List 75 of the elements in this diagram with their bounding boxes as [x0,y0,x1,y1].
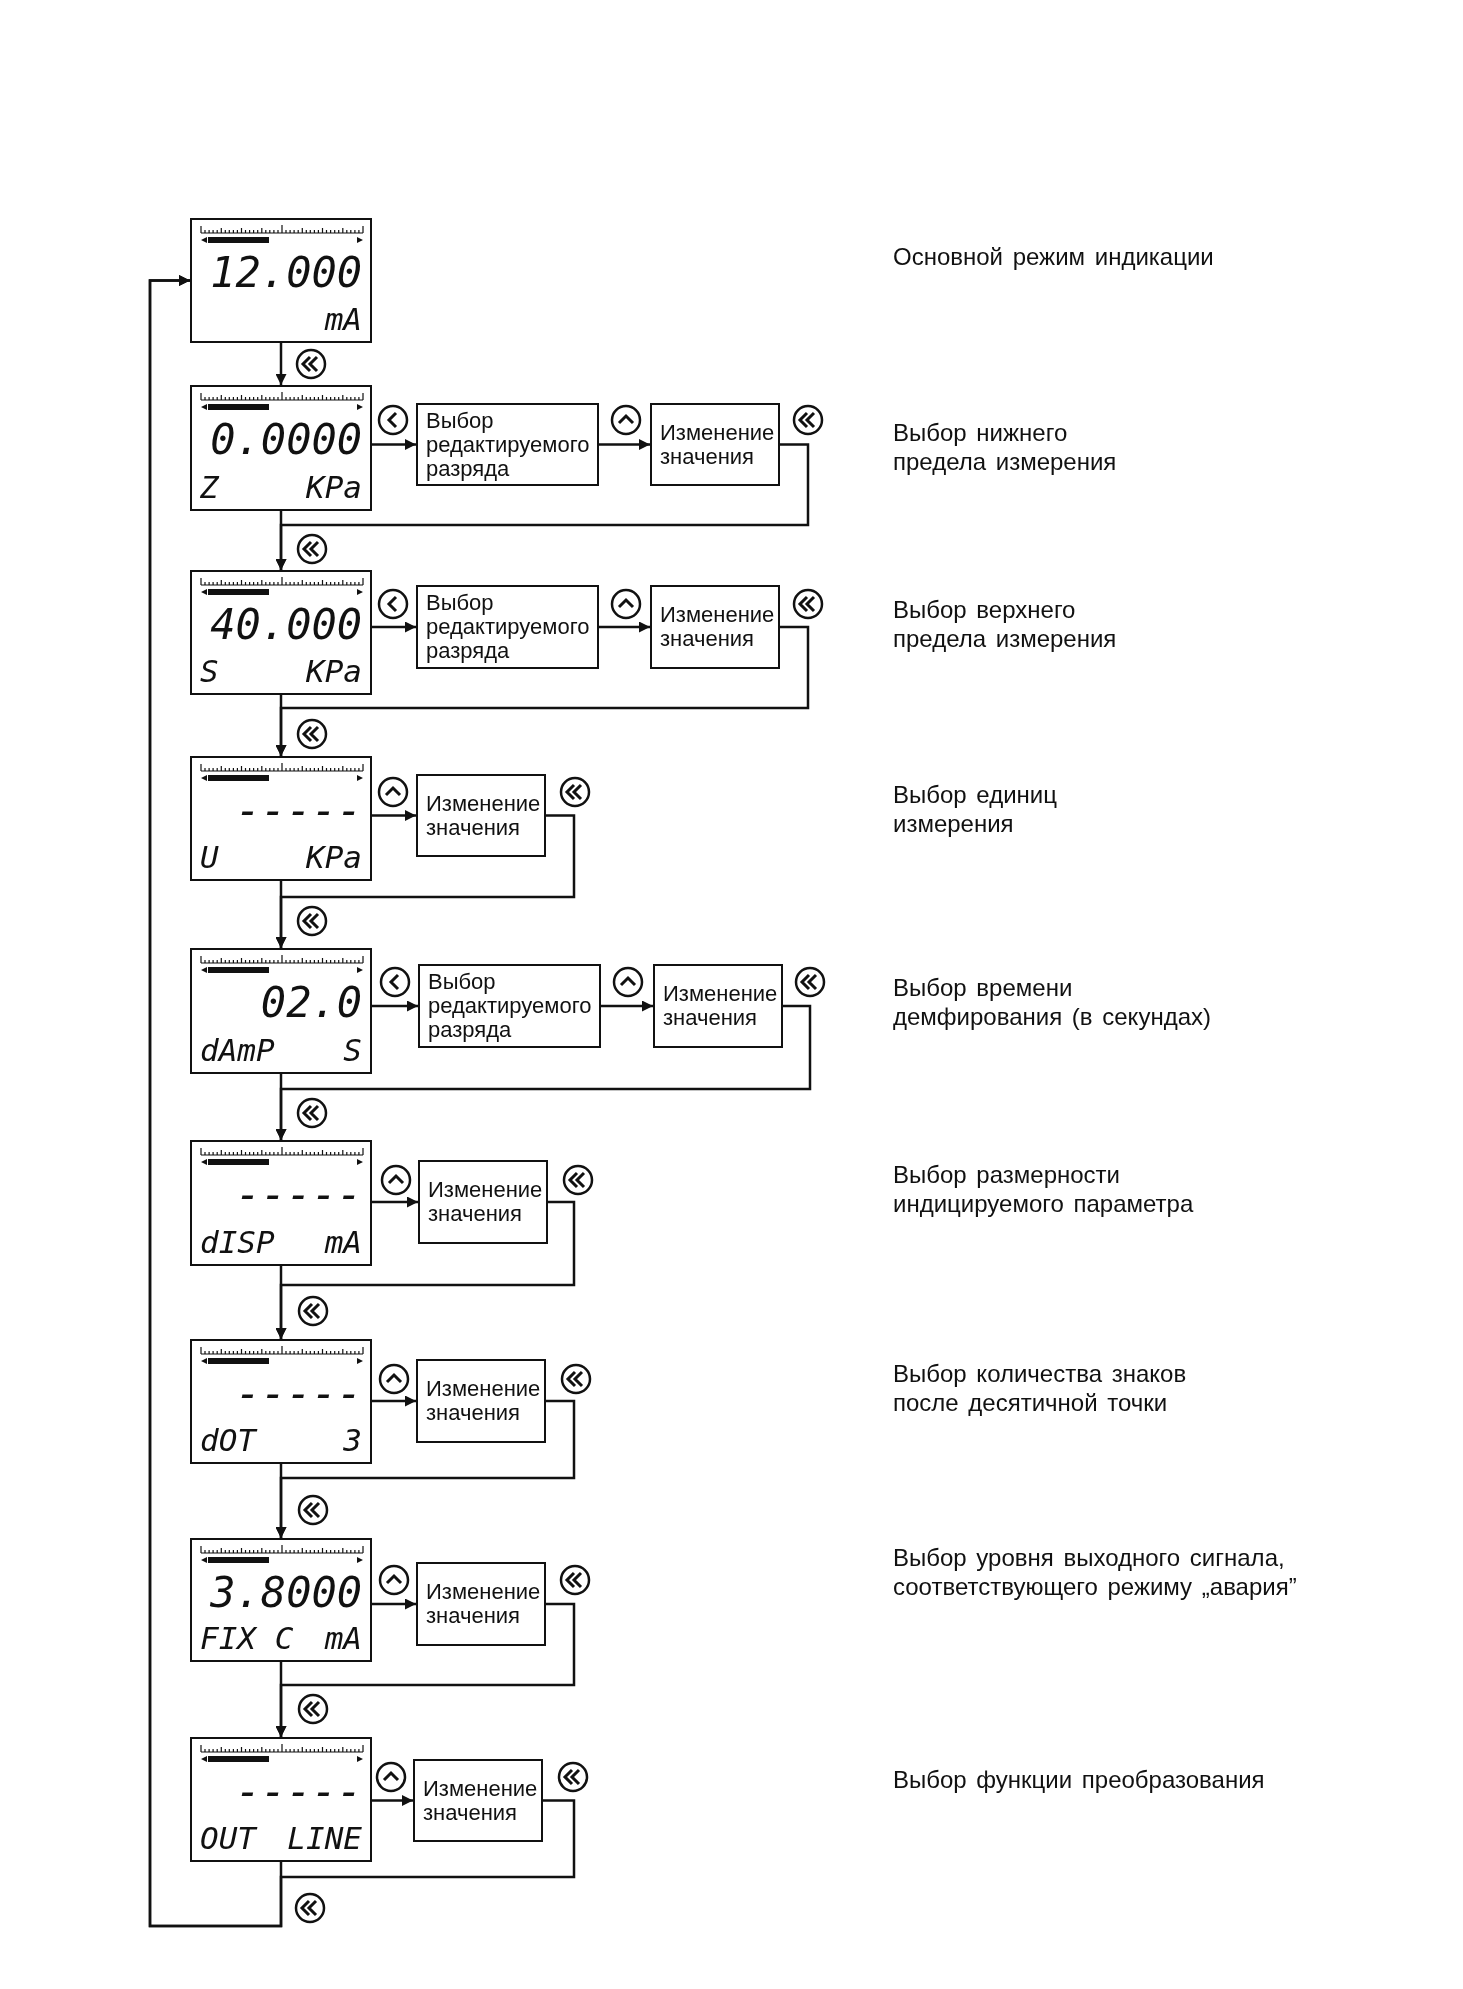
process-box: Изменение значения [653,964,783,1048]
display-value: ----- [235,788,362,834]
arrow [372,1598,416,1610]
display-label: Z [200,469,219,505]
arrow [275,443,810,570]
arrow [601,1000,653,1012]
display-value: ----- [235,1371,362,1417]
process-box: Выбор редактируемого разряда [416,585,599,669]
process-box: Изменение значения [416,1359,546,1443]
description-text: Выбор нижнего предела измерения [893,418,1118,476]
display-label: 3 [343,1422,362,1458]
arrow [275,1399,576,1538]
arrow [372,810,416,821]
display-value: 40.000 [210,602,362,648]
display-label: mA [324,1620,362,1656]
process-box: Изменение значения [416,774,546,857]
arrow [372,1000,418,1012]
lcd-display [190,756,372,881]
description-text: Выбор функции преобразования [893,1765,1266,1794]
process-box: Выбор редактируемого разряда [416,403,599,486]
display-value: 02.0 [260,980,362,1026]
arrow [148,275,576,1928]
arrow [372,621,416,633]
lcd-display [190,948,372,1074]
description-text: Выбор времени демфирования (в секундах) [893,973,1212,1031]
process-box: Изменение значения [413,1759,543,1842]
lcd-display [190,218,372,343]
arrow [599,621,650,633]
display-label: OUT [200,1820,256,1856]
arrow [275,814,576,948]
display-label: FIX C [200,1620,294,1656]
process-box: Изменение значения [416,1562,546,1646]
description-text: Выбор уровня выходного сигнала, соответствующего режиму „авария” [893,1543,1298,1601]
display-label: dAmP [200,1032,275,1068]
arrow [275,625,810,756]
display-label: KPa [306,653,362,689]
description-text: Выбор размерности индицируемого параметра [893,1160,1195,1218]
display-label: LINE [287,1820,362,1856]
arrow [372,1395,416,1407]
display-label: dOT [200,1422,256,1458]
lcd-display [190,385,372,511]
display-label: mA [324,301,362,337]
arrow [275,1602,576,1737]
display-value: 3.8000 [210,1570,362,1616]
description-text: Основной режим индикации [893,242,1215,271]
arrow [372,439,416,450]
arrow [275,1004,812,1140]
lcd-display [190,1339,372,1464]
description-text: Выбор верхнего предела измерения [893,595,1118,653]
arrow [372,1795,413,1806]
display-label: U [200,839,219,875]
display-label: S [200,653,219,689]
display-label: KPa [306,469,362,505]
process-box: Изменение значения [650,585,780,669]
arrow [275,343,287,385]
description-text: Выбор единиц измерения [893,780,1058,838]
display-value: 0.0000 [210,417,362,463]
display-label: KPa [306,839,362,875]
lcd-display [190,1538,372,1662]
display-label: dISP [200,1224,275,1260]
display-value: ----- [235,1172,362,1218]
description-text: Выбор количества знаков после десятичной точки [893,1359,1188,1417]
process-box: Выбор редактируемого разряда [418,964,601,1048]
lcd-display [190,1140,372,1266]
display-label: mA [324,1224,362,1260]
arrow [599,439,650,450]
process-box: Изменение значения [418,1160,548,1244]
display-value: 12.000 [210,250,362,296]
lcd-display [190,1737,372,1862]
process-box: Изменение значения [650,403,780,486]
arrow [372,1196,418,1208]
display-value: ----- [235,1769,362,1815]
arrow [275,1200,576,1339]
display-label: S [343,1032,362,1068]
lcd-display [190,570,372,695]
